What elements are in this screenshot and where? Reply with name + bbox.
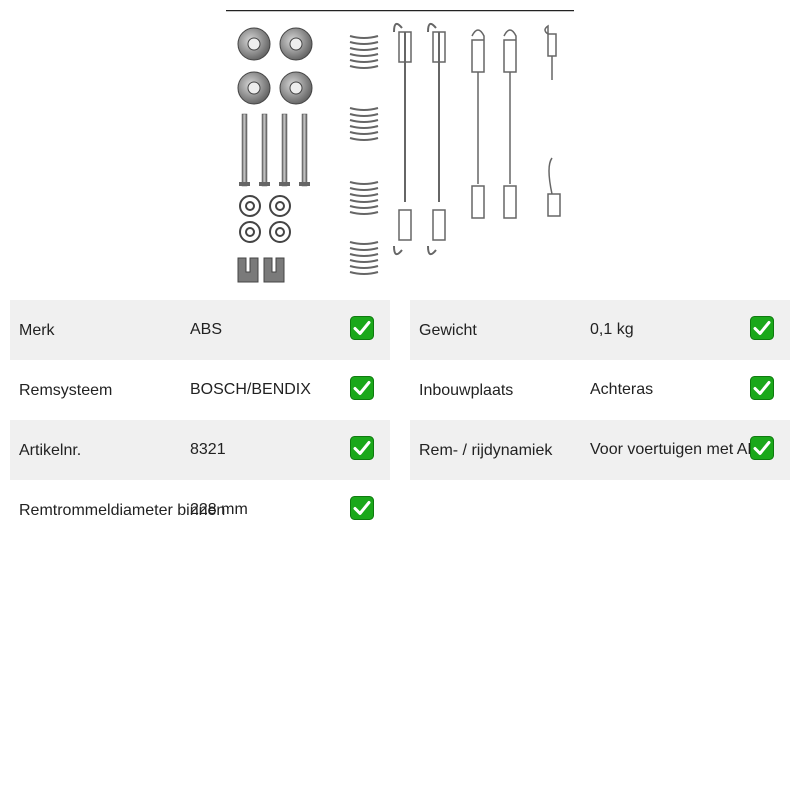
spec-row-rijdynamiek: Rem- / rijdynamiek Voor voertuigen met A… xyxy=(410,420,790,480)
spec-value: Achteras xyxy=(590,381,654,398)
check-icon xyxy=(350,376,374,400)
check-icon xyxy=(750,436,774,460)
spec-row-remsysteem: Remsysteem BOSCH/BENDIX xyxy=(10,360,390,420)
spec-row-merk: Merk ABS xyxy=(10,300,390,360)
check-icon xyxy=(350,436,374,460)
coil-spring xyxy=(349,35,379,275)
spec-label: Artikelnr. xyxy=(19,442,82,459)
spec-value: ABS xyxy=(190,321,223,338)
spec-table-right: Gewicht 0,1 kg Inbouwplaats Achteras Rem… xyxy=(410,300,790,480)
spec-value: BOSCH/BENDIX xyxy=(190,381,311,398)
product-image xyxy=(226,10,574,286)
spec-value: Voor voertuigen met ABS xyxy=(590,441,769,458)
spec-row-inbouwplaats: Inbouwplaats Achteras xyxy=(410,360,790,420)
check-icon xyxy=(750,316,774,340)
spec-value: 0,1 kg xyxy=(590,321,634,338)
spec-row-gewicht: Gewicht 0,1 kg xyxy=(410,300,790,360)
check-icon xyxy=(750,376,774,400)
spec-value: 228 mm xyxy=(190,501,248,518)
return-spring xyxy=(393,22,561,256)
spec-value: 8321 xyxy=(190,441,226,458)
spec-label: Rem- / rijdynamiek xyxy=(419,442,553,459)
check-icon xyxy=(350,496,374,520)
spec-label: Remtrommeldiameter binnen xyxy=(19,502,226,519)
star-washer xyxy=(239,195,291,243)
spec-label: Inbouwplaats xyxy=(419,382,514,399)
hold-down-pin xyxy=(239,113,310,187)
hold-down-cup xyxy=(237,27,313,105)
spec-label: Gewicht xyxy=(419,322,477,339)
check-icon xyxy=(350,316,374,340)
spec-row-remtrommeldiameter: Remtrommeldiameter binnen 228 mm xyxy=(10,480,390,540)
u-clip xyxy=(237,257,285,283)
spec-label: Remsysteem xyxy=(19,382,113,399)
spec-label: Merk xyxy=(19,322,55,339)
spec-table-left: Merk ABS Remsysteem BOSCH/BENDIX Artikel… xyxy=(10,300,390,540)
spec-row-artikelnr: Artikelnr. 8321 xyxy=(10,420,390,480)
